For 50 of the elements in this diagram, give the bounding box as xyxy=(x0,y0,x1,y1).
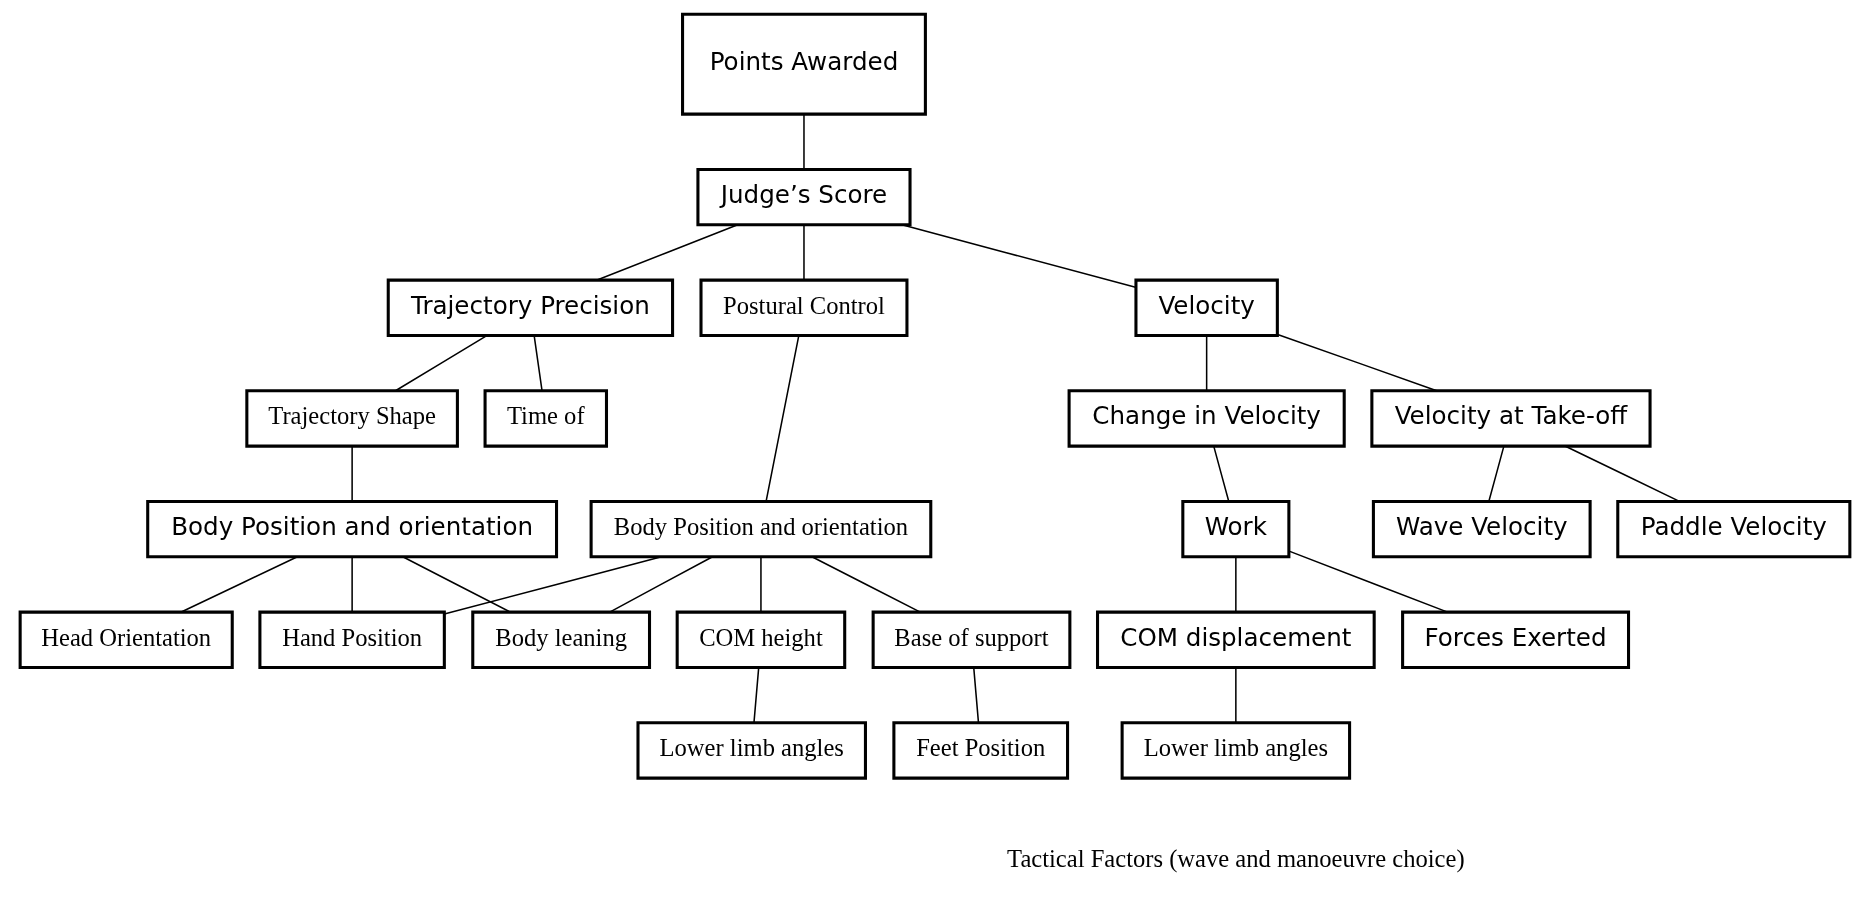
node-box: Trajectory Shape xyxy=(245,389,459,448)
connector xyxy=(1564,445,1681,503)
connector xyxy=(402,556,511,613)
node-box: Time of xyxy=(483,389,608,448)
connector xyxy=(973,667,980,724)
node-box: Body Position and orientation xyxy=(146,499,559,559)
connector xyxy=(1288,550,1449,613)
connector xyxy=(596,224,738,281)
connector xyxy=(753,667,760,724)
node-box: Base of support xyxy=(871,610,1072,669)
node-box: COM displacement xyxy=(1096,610,1376,669)
connector xyxy=(1276,333,1438,392)
connector xyxy=(901,224,1137,288)
connector xyxy=(180,556,298,613)
label: Tactical Factors (wave and manoeuvre choice) xyxy=(1007,844,1465,872)
connector xyxy=(1205,335,1208,392)
node-box: Paddle Velocity xyxy=(1616,499,1852,559)
connector xyxy=(1235,556,1237,613)
connector xyxy=(395,334,488,392)
node-box: Work xyxy=(1181,499,1291,559)
connector xyxy=(609,556,713,613)
connector xyxy=(533,335,543,392)
node-box: Head Orientation xyxy=(18,610,234,669)
node-box: Body leaning xyxy=(471,610,652,669)
node-box: Feet Position xyxy=(892,721,1070,780)
node-box: Judge’s Score xyxy=(696,167,912,227)
node-box: Postural Control xyxy=(699,278,909,337)
connector xyxy=(1213,445,1230,503)
node-box: Lower limb angles xyxy=(1120,721,1352,780)
node-box: Change in Velocity xyxy=(1067,389,1346,448)
node-box: Lower limb angles xyxy=(636,721,867,780)
connector xyxy=(1235,667,1237,724)
connector xyxy=(443,556,663,615)
node-box: COM height xyxy=(675,610,847,669)
node-box: Forces Exerted xyxy=(1401,610,1631,669)
connector xyxy=(811,556,921,613)
node-box: Body Position and orientation xyxy=(589,499,933,559)
node-box: Points Awarded xyxy=(681,12,927,116)
connector xyxy=(351,556,353,613)
connector xyxy=(803,224,805,281)
node-box: Trajectory Precision xyxy=(386,278,675,337)
node-box: Velocity at Take-off xyxy=(1370,389,1652,448)
connector xyxy=(803,114,805,170)
connector xyxy=(1488,445,1505,503)
connector xyxy=(765,334,800,502)
node-box: Velocity xyxy=(1134,278,1279,337)
node-box: Wave Velocity xyxy=(1371,499,1592,559)
connector xyxy=(351,445,353,503)
node-box: Hand Position xyxy=(258,610,446,669)
connector xyxy=(760,556,762,613)
